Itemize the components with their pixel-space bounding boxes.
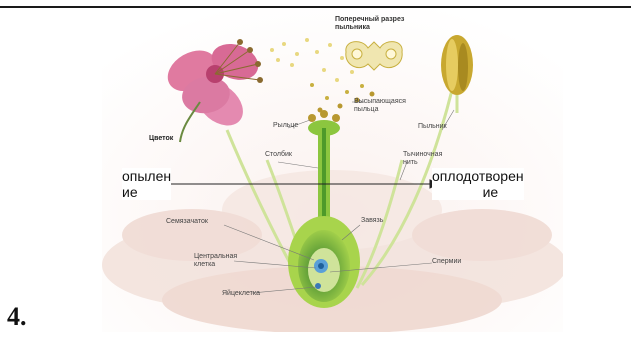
pollination-label: опылен ие — [122, 168, 171, 200]
label-anther: Пыльник — [418, 123, 447, 131]
fertilization-label: оплодотворен ие — [432, 168, 524, 200]
label-spilling-pollen: Высыпающаяся пыльца — [354, 98, 406, 114]
label-ovary: Завязь — [361, 217, 383, 225]
label-egg-cell: Яйцеклетка — [222, 290, 260, 298]
anther-cross-section — [346, 42, 402, 70]
label-style: Столбик — [265, 151, 292, 159]
label-ovule: Семязачаток — [166, 218, 208, 226]
label-filament: Тычиночная нить — [403, 151, 442, 167]
label-sperm: Спермии — [432, 258, 461, 266]
label-flower: Цветок — [149, 135, 173, 143]
top-rule — [0, 6, 631, 8]
slide-number: 4. — [7, 302, 27, 332]
label-stigma: Рыльце — [273, 122, 298, 130]
label-anther-section: Поперечный разрез пыльника — [335, 16, 404, 32]
label-central-cell: Центральная клетка — [194, 253, 237, 269]
